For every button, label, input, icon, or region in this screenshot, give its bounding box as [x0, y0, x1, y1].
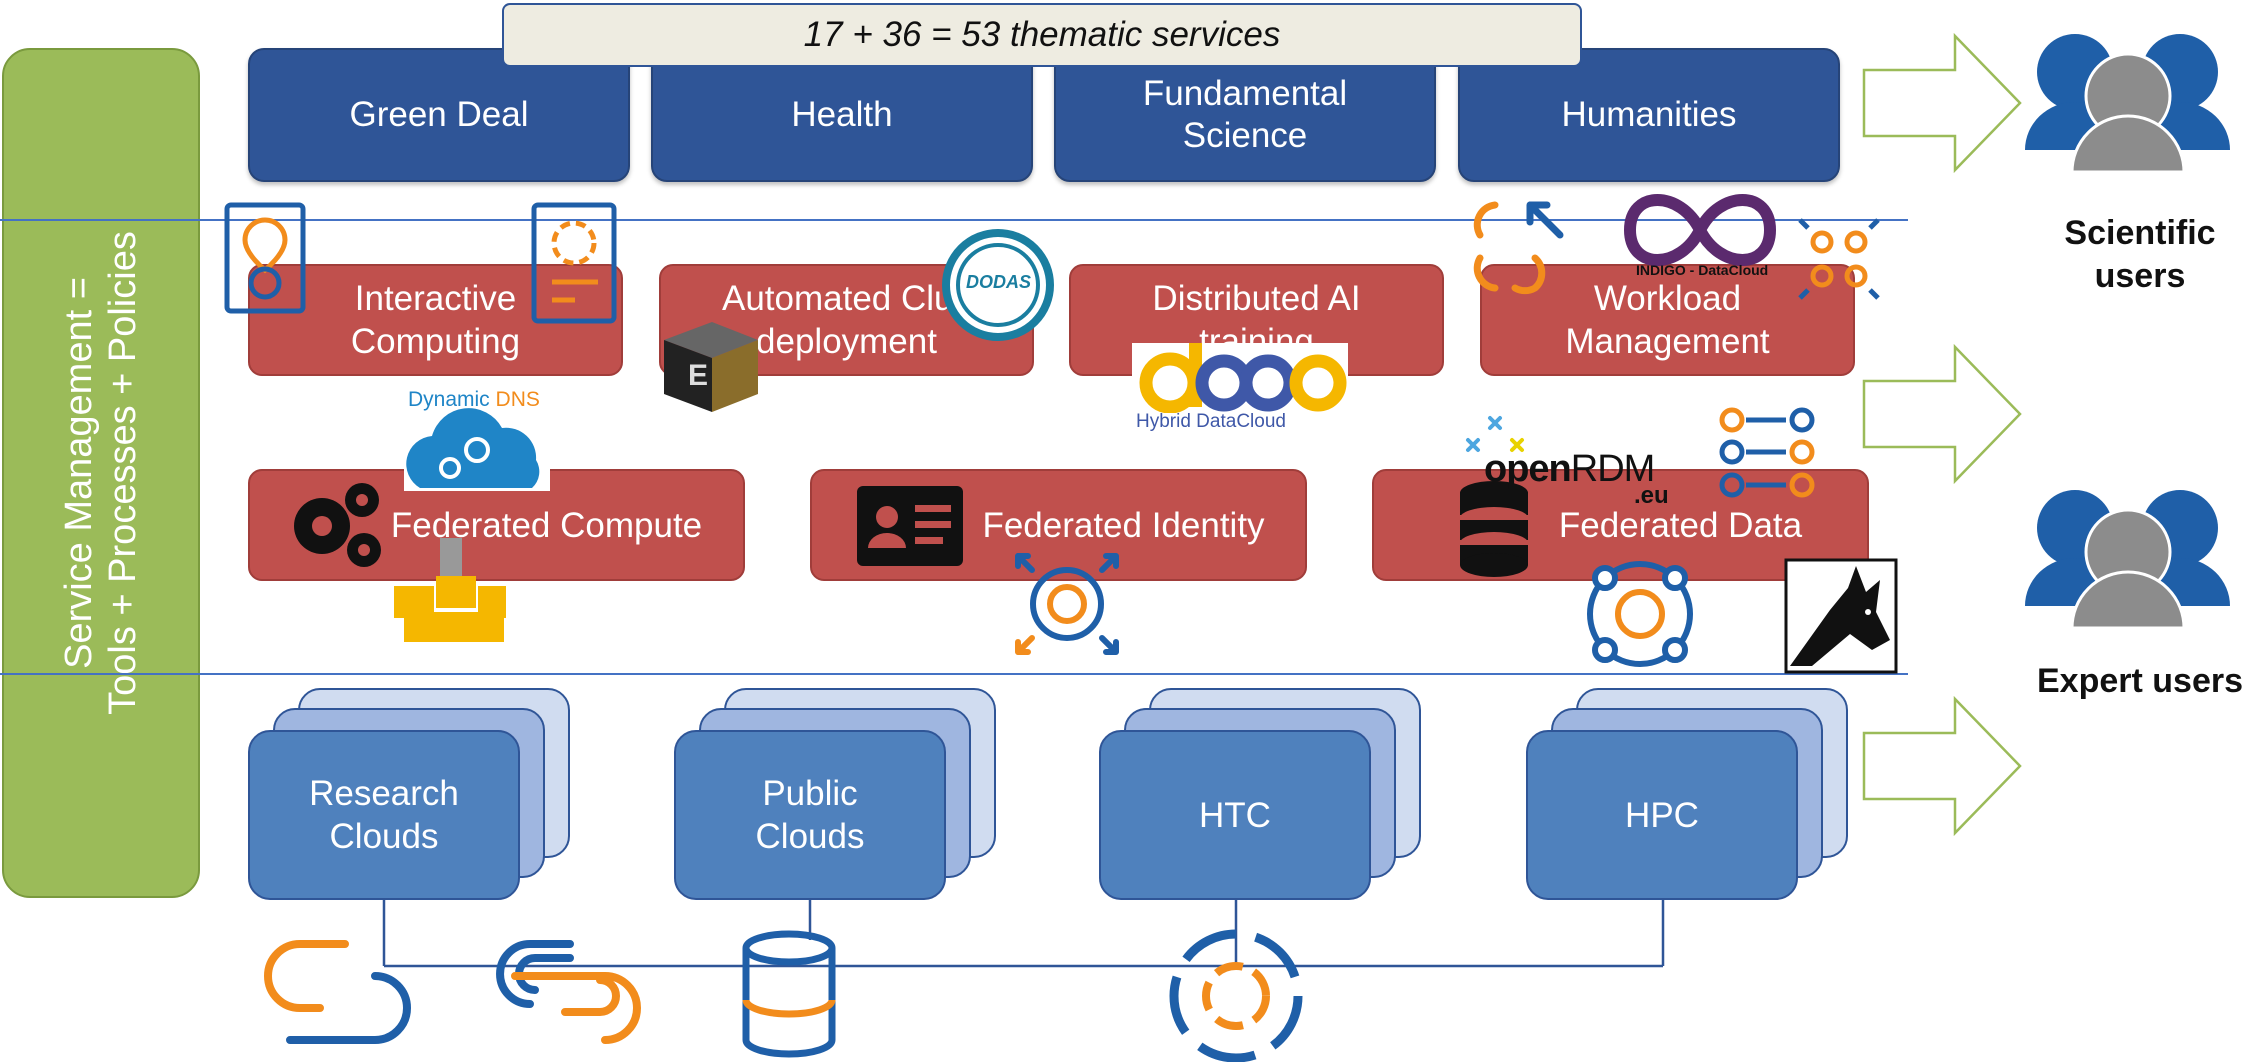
- document-card-icon: [531, 202, 617, 324]
- infra-label-box: HPC: [1526, 730, 1798, 900]
- thematic-label: Humanities: [1561, 95, 1737, 134]
- infra-label-box: Research Clouds: [248, 730, 520, 900]
- service-label: Federated Identity: [982, 505, 1265, 545]
- infra-label-box: HTC: [1099, 730, 1371, 900]
- service-workload-management[interactable]: Workload Management: [1480, 264, 1855, 376]
- infra-label-box: Public Clouds: [674, 730, 946, 900]
- arrow-icons: [1862, 32, 2022, 837]
- user-group-icon-expert: [2025, 490, 2230, 630]
- service-label: Automated Clus deployment: [721, 279, 972, 361]
- divider-top: [0, 219, 1908, 221]
- thematic-label: Health: [791, 95, 893, 134]
- service-management-bar: Service Management = Tools + Processes +…: [2, 48, 200, 898]
- scientific-users-label: Scientific users: [2064, 214, 2216, 295]
- cube-logo-icon: E: [664, 322, 758, 412]
- infra-label: Research Clouds: [309, 774, 459, 856]
- data-ring-icon: [1587, 561, 1693, 667]
- infra-label: HTC: [1199, 795, 1271, 835]
- yellow-blocks-logo-icon: [394, 538, 506, 642]
- sparkle-icon: [1466, 416, 1524, 452]
- dodas-logo-text: DODAS: [966, 272, 1032, 292]
- thematic-label: Fundamental Science: [1142, 74, 1348, 155]
- infra-hpc[interactable]: HPC: [1526, 688, 1848, 900]
- database-stack-icon: [1460, 481, 1528, 577]
- dns-text: DNS: [495, 388, 540, 411]
- chain-link-icon: [496, 940, 641, 1044]
- service-label: Workload Management: [1565, 279, 1770, 361]
- dynamic-text: Dynamic: [408, 388, 490, 411]
- thematic-humanities[interactable]: Humanities: [1458, 48, 1840, 182]
- thematic-services-title: 17 + 36 = 53 thematic services: [502, 3, 1582, 67]
- deep-logo-mark: [1139, 343, 1347, 414]
- openrdm-rdm: RDM: [1570, 448, 1656, 490]
- link-icon: [264, 940, 411, 1044]
- thematic-label: Green Deal: [349, 95, 529, 134]
- identity-radial-icon: [1015, 553, 1119, 655]
- openrdm-eu-text: .eu: [1634, 482, 1669, 509]
- infra-label: HPC: [1625, 795, 1699, 835]
- flow-nodes-icon: [1719, 407, 1815, 498]
- divider-bottom: [0, 673, 1908, 675]
- dashed-circle-icon: [1169, 929, 1303, 1062]
- infra-htc[interactable]: HTC: [1099, 688, 1421, 900]
- thematic-health[interactable]: Health: [651, 48, 1033, 182]
- indigo-logo-text: INDIGO - DataCloud: [1636, 262, 1769, 278]
- service-label: Federated Data: [1558, 505, 1803, 545]
- openrdm-open: open: [1484, 448, 1572, 490]
- infra-public-clouds[interactable]: Public Clouds: [674, 688, 996, 900]
- deep-logo: Hybrid DataCloud: [1132, 343, 1348, 433]
- gears-icon: [294, 483, 381, 567]
- thematic-green-deal[interactable]: Green Deal: [248, 48, 630, 182]
- openrdm-logo-text: openRDM: [1484, 448, 1656, 491]
- dynamic-dns-logo-text: Dynamic DNS: [408, 388, 540, 412]
- donkey-logo-icon: [1784, 558, 1898, 674]
- service-label: Interactive Computing: [350, 279, 521, 361]
- cycle-arrows-icon: [1473, 201, 1564, 295]
- dynamic-dns-cloud-icon: [404, 408, 550, 491]
- id-card-icon: [857, 486, 963, 566]
- infra-label: Public Clouds: [755, 774, 865, 856]
- user-group-icon-scientific: [2025, 34, 2230, 174]
- database-icon: [742, 930, 836, 1058]
- expert-users-label: Expert users: [2037, 662, 2243, 700]
- location-card-icon: [224, 202, 306, 314]
- connector-lines: [382, 900, 1665, 968]
- deep-logo-subtitle: Hybrid DataCloud: [1136, 411, 1286, 432]
- infra-research-clouds[interactable]: Research Clouds: [248, 688, 570, 900]
- svg-text:E: E: [688, 359, 708, 392]
- indigo-logo-icon: [1623, 194, 1777, 266]
- network-nodes-icon: [1798, 218, 1880, 300]
- dodas-logo-icon: [942, 229, 1054, 341]
